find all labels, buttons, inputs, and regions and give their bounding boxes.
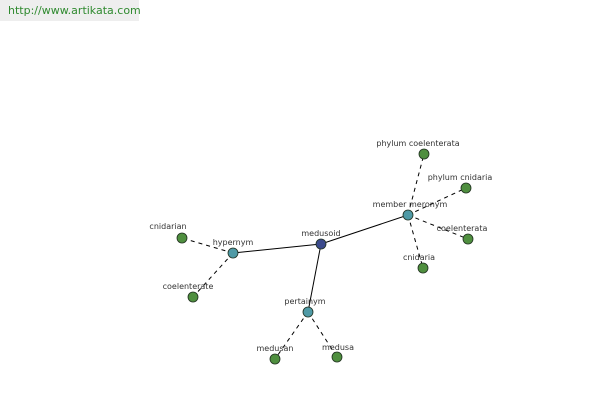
edge-pertainym-medusa xyxy=(307,311,338,358)
edge-hypernym-cnidarian xyxy=(181,237,234,254)
node-medusa[interactable] xyxy=(331,351,343,363)
node-cnidaria[interactable] xyxy=(417,262,429,274)
edge-member-meronym-phylum-cnidaria xyxy=(407,187,467,216)
url-banner: http://www.artikata.com xyxy=(0,0,141,21)
edge-medusoid-member-meronym xyxy=(320,214,409,245)
node-cnidaria-label[interactable]: cnidaria xyxy=(403,253,435,262)
node-member-meronym-label[interactable]: member meronym xyxy=(373,200,448,209)
node-hypernym[interactable] xyxy=(227,247,239,259)
node-medusa-label[interactable]: medusa xyxy=(322,343,354,352)
node-coelenterate[interactable] xyxy=(187,291,199,303)
graph-nodes xyxy=(176,148,474,365)
node-member-meronym[interactable] xyxy=(402,209,414,221)
node-phylum-coelenterata[interactable] xyxy=(418,148,430,160)
node-pertainym[interactable] xyxy=(302,306,314,318)
node-pertainym-label[interactable]: pertainym xyxy=(284,297,325,306)
node-coelenterata-label[interactable]: coelenterata xyxy=(437,224,488,233)
edge-hypernym-coelenterate xyxy=(192,252,234,298)
node-cnidarian[interactable] xyxy=(176,232,188,244)
edge-member-meronym-cnidaria xyxy=(407,214,424,269)
node-coelenterata[interactable] xyxy=(462,233,474,245)
node-phylum-cnidaria[interactable] xyxy=(460,182,472,194)
node-phylum-cnidaria-label[interactable]: phylum cnidaria xyxy=(428,173,493,182)
edge-member-meronym-coelenterata xyxy=(407,214,469,240)
edge-pertainym-medusan xyxy=(274,311,309,360)
node-phylum-coelenterata-label[interactable]: phylum coelenterata xyxy=(376,139,459,148)
edge-medusoid-hypernym xyxy=(232,243,322,254)
node-medusan[interactable] xyxy=(269,353,281,365)
graph-labels: medusoid hypernym cnidarian coelenterate mem… xyxy=(149,139,492,353)
node-coelenterate-label[interactable]: coelenterate xyxy=(163,282,214,291)
edge-member-meronym-phylum-coelenterata xyxy=(407,153,425,216)
node-hypernym-label[interactable]: hypernym xyxy=(213,238,254,247)
node-cnidarian-label[interactable]: cnidarian xyxy=(149,222,186,231)
node-medusoid[interactable] xyxy=(315,238,327,250)
node-medusan-label[interactable]: medusan xyxy=(256,344,293,353)
edge-medusoid-pertainym xyxy=(307,243,322,313)
graph-edges xyxy=(181,153,469,360)
node-medusoid-label[interactable]: medusoid xyxy=(301,229,340,238)
site-url-link[interactable]: http://www.artikata.com xyxy=(8,4,141,17)
